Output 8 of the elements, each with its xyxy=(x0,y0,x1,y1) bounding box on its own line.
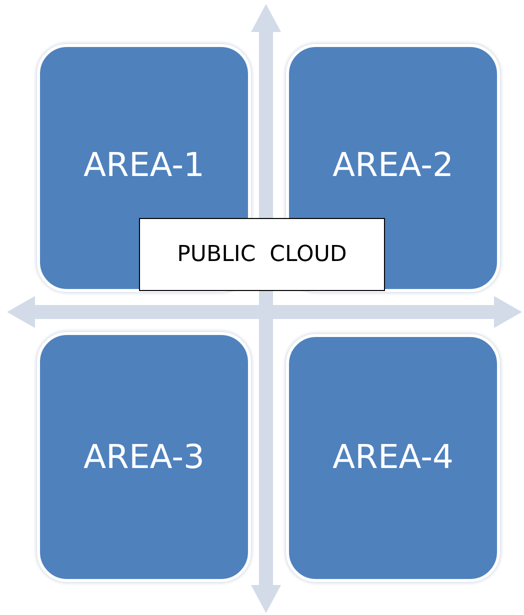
area-label: AREA-3 xyxy=(83,437,205,476)
area-box xyxy=(286,334,500,582)
area-box xyxy=(37,332,251,582)
area-label: AREA-1 xyxy=(83,145,205,184)
label-text: PUBLIC CLOUD xyxy=(177,242,347,267)
area-label: AREA-2 xyxy=(332,145,454,184)
area-label: AREA-4 xyxy=(332,437,454,476)
label-box xyxy=(139,218,385,291)
